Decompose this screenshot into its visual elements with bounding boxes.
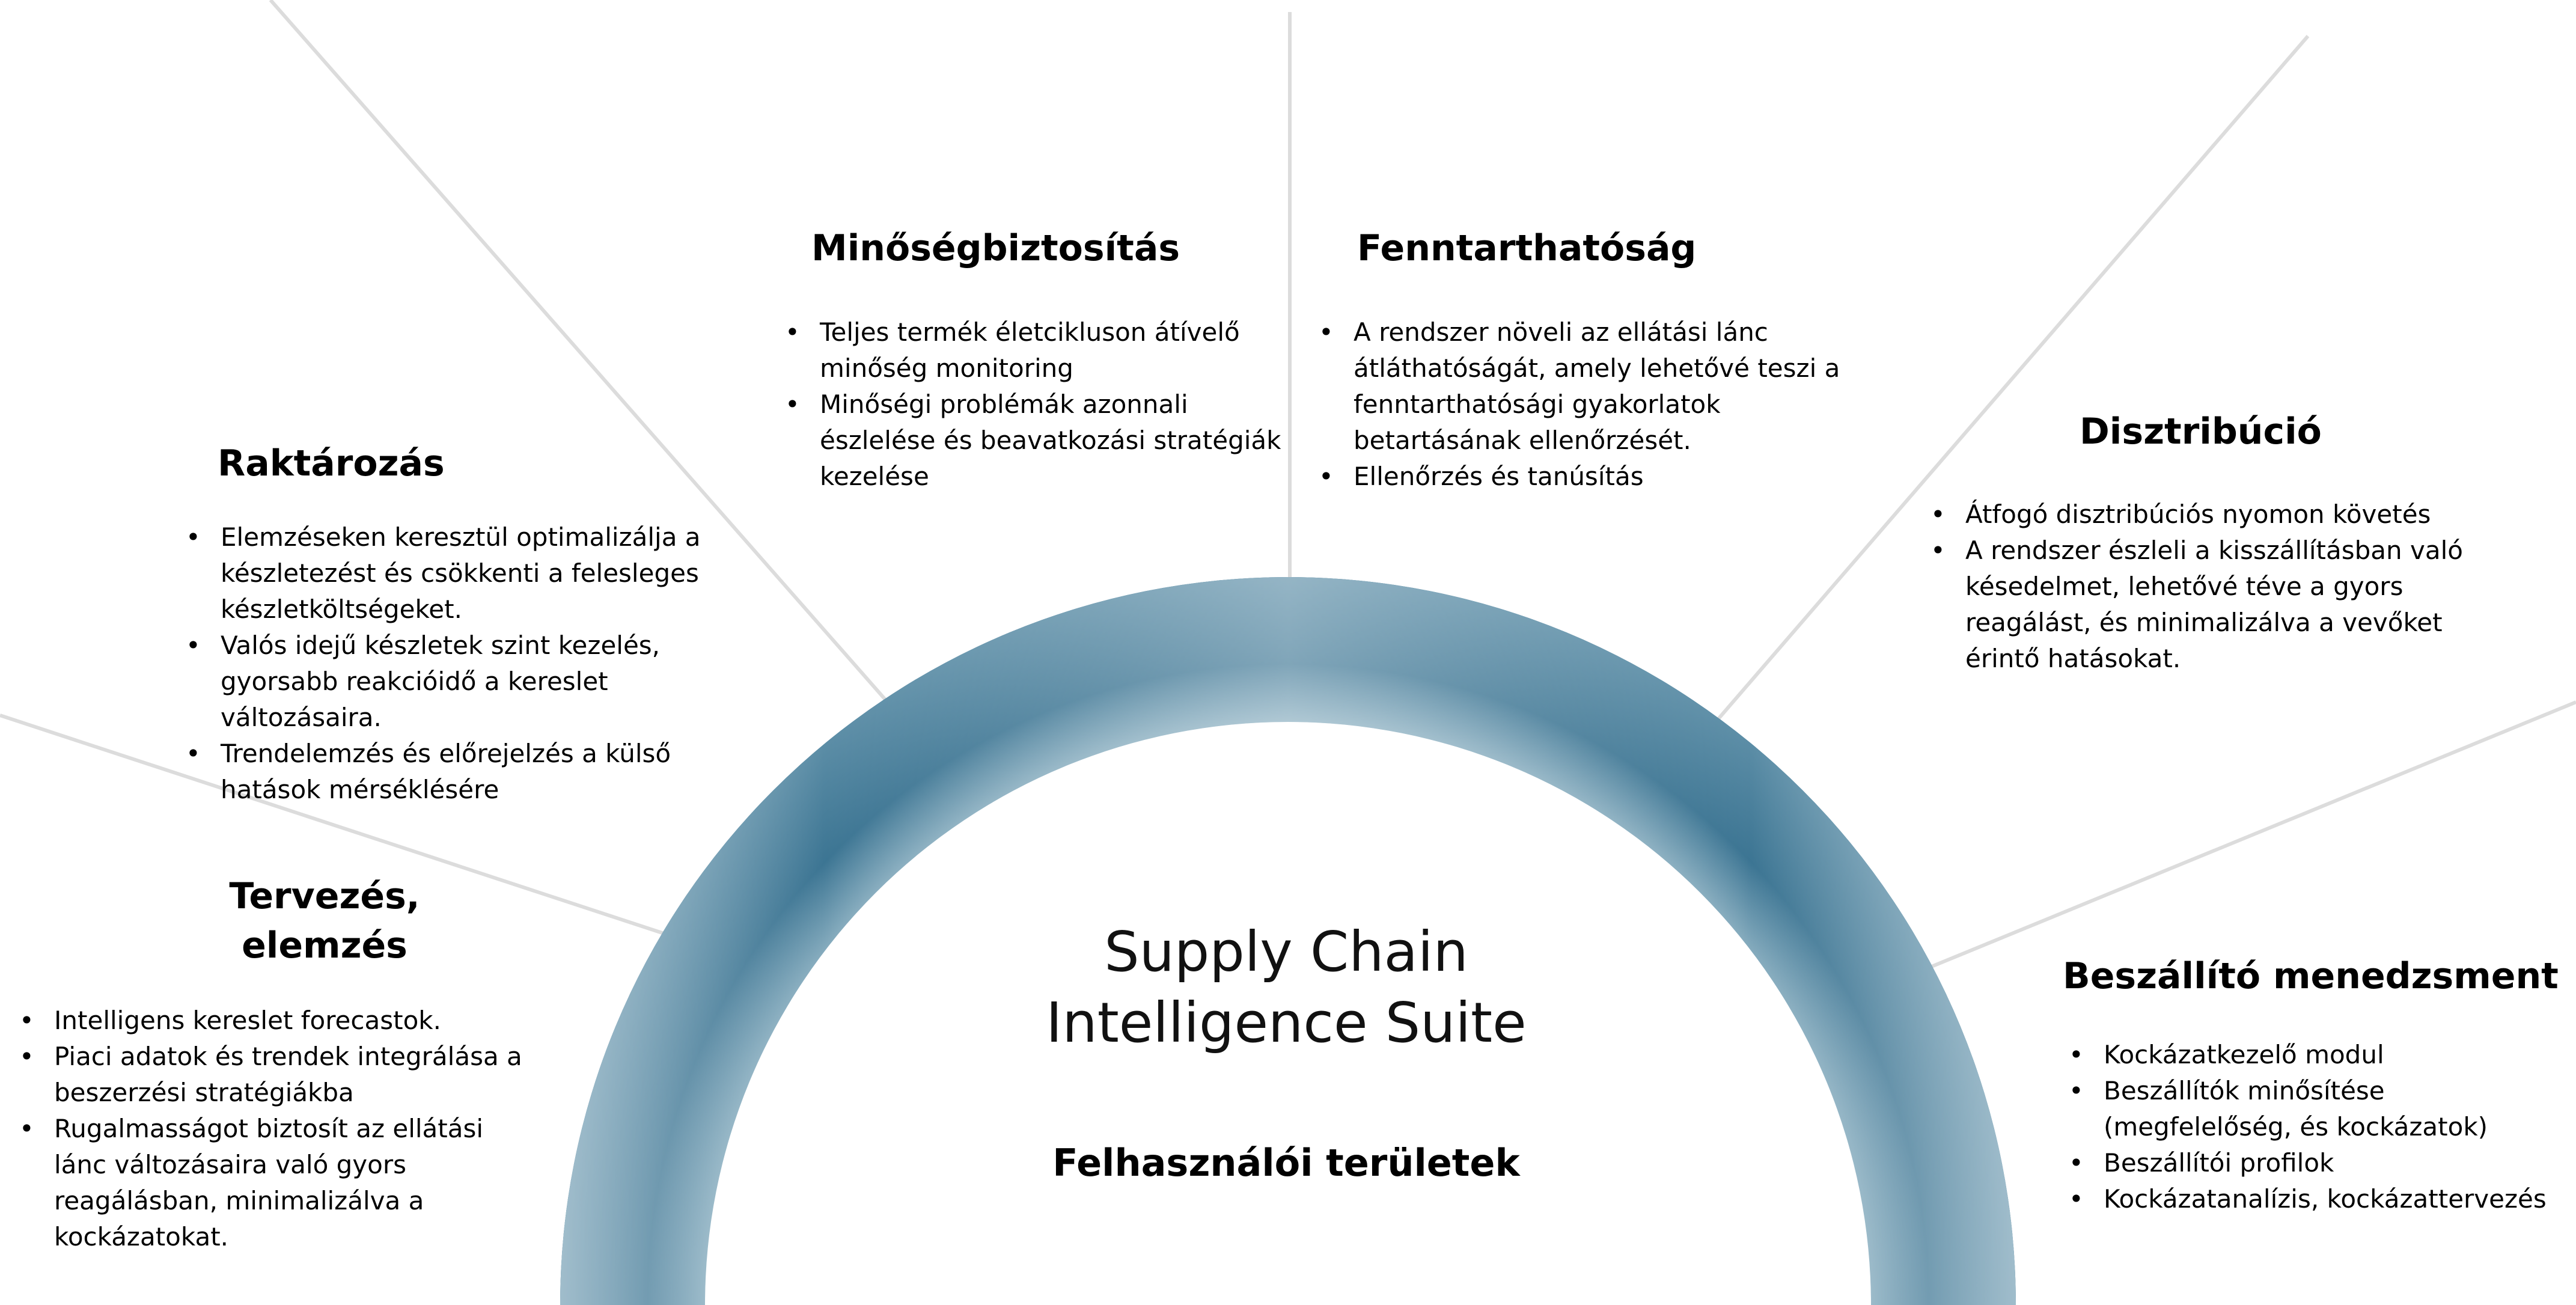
section-planning-title: Tervezés, elemzés: [198, 872, 451, 970]
list-item: Rugalmasságot biztosít az ellátási lánc …: [17, 1111, 540, 1255]
list-item: Elemzéseken keresztül optimalizálja a ké…: [183, 519, 706, 628]
list-item: Beszállítói profilok: [2066, 1145, 2559, 1181]
spoke-line: [1686, 35, 2310, 756]
spoke-line: [1901, 700, 2576, 980]
list-item: Intelligens kereslet forecastok.: [17, 1003, 540, 1039]
list-item: Valós idejű készletek szint kezelés, gyo…: [183, 628, 706, 736]
hub-title-line1: Supply Chain: [1104, 920, 1468, 984]
list-item: Ellenőrzés és tanúsítás: [1316, 459, 1887, 495]
list-item: Kockázatkezelő modul: [2066, 1037, 2559, 1073]
hub-title: Supply Chain Intelligence Suite: [926, 917, 1647, 1059]
list-item: Kockázatanalízis, kockázattervezés: [2066, 1181, 2559, 1217]
list-item: Beszállítók minősítése (megfelelőség, és…: [2066, 1073, 2559, 1145]
list-item: Teljes termék életcikluson átívelő minős…: [783, 314, 1293, 387]
list-item: A rendszer észleli a kisszállításban val…: [1928, 533, 2481, 677]
section-distribution-list: Átfogó disztribúciós nyomon követés A re…: [1928, 497, 2481, 677]
section-planning-list: Intelligens kereslet forecastok. Piaci a…: [17, 1003, 540, 1255]
section-supplier-title: Beszállító menedzsment: [2063, 955, 2559, 997]
hub-ring-shade: [560, 577, 2016, 1305]
spoke-line: [269, 0, 914, 732]
section-planning-title-line2: elemzés: [242, 925, 407, 967]
section-quality-title: Minőségbiztosítás: [811, 227, 1180, 269]
section-warehousing-title: Raktározás: [218, 442, 445, 484]
list-item: Trendelemzés és előrejelzés a külső hatá…: [183, 736, 706, 808]
list-item: Átfogó disztribúciós nyomon követés: [1928, 497, 2481, 533]
list-item: Minőségi problémák azonnali észlelése és…: [783, 387, 1293, 495]
hub-title-line2: Intelligence Suite: [1046, 991, 1527, 1055]
hub-subtitle: Felhasználói területek: [1052, 1141, 1520, 1185]
section-sustainability-title: Fenntarthatóság: [1357, 227, 1697, 269]
section-sustainability-list: A rendszer növeli az ellátási lánc átlát…: [1316, 314, 1887, 495]
section-supplier-list: Kockázatkezelő modul Beszállítók minősít…: [2066, 1037, 2559, 1217]
section-distribution-title: Disztribúció: [2080, 411, 2322, 453]
section-planning-title-line1: Tervezés,: [229, 875, 420, 917]
spoke-line: [0, 714, 674, 938]
list-item: Piaci adatok és trendek integrálása a be…: [17, 1039, 540, 1111]
list-item: A rendszer növeli az ellátási lánc átlát…: [1316, 314, 1887, 459]
section-warehousing-list: Elemzéseken keresztül optimalizálja a ké…: [183, 519, 706, 808]
section-quality-list: Teljes termék életcikluson átívelő minős…: [783, 314, 1293, 495]
